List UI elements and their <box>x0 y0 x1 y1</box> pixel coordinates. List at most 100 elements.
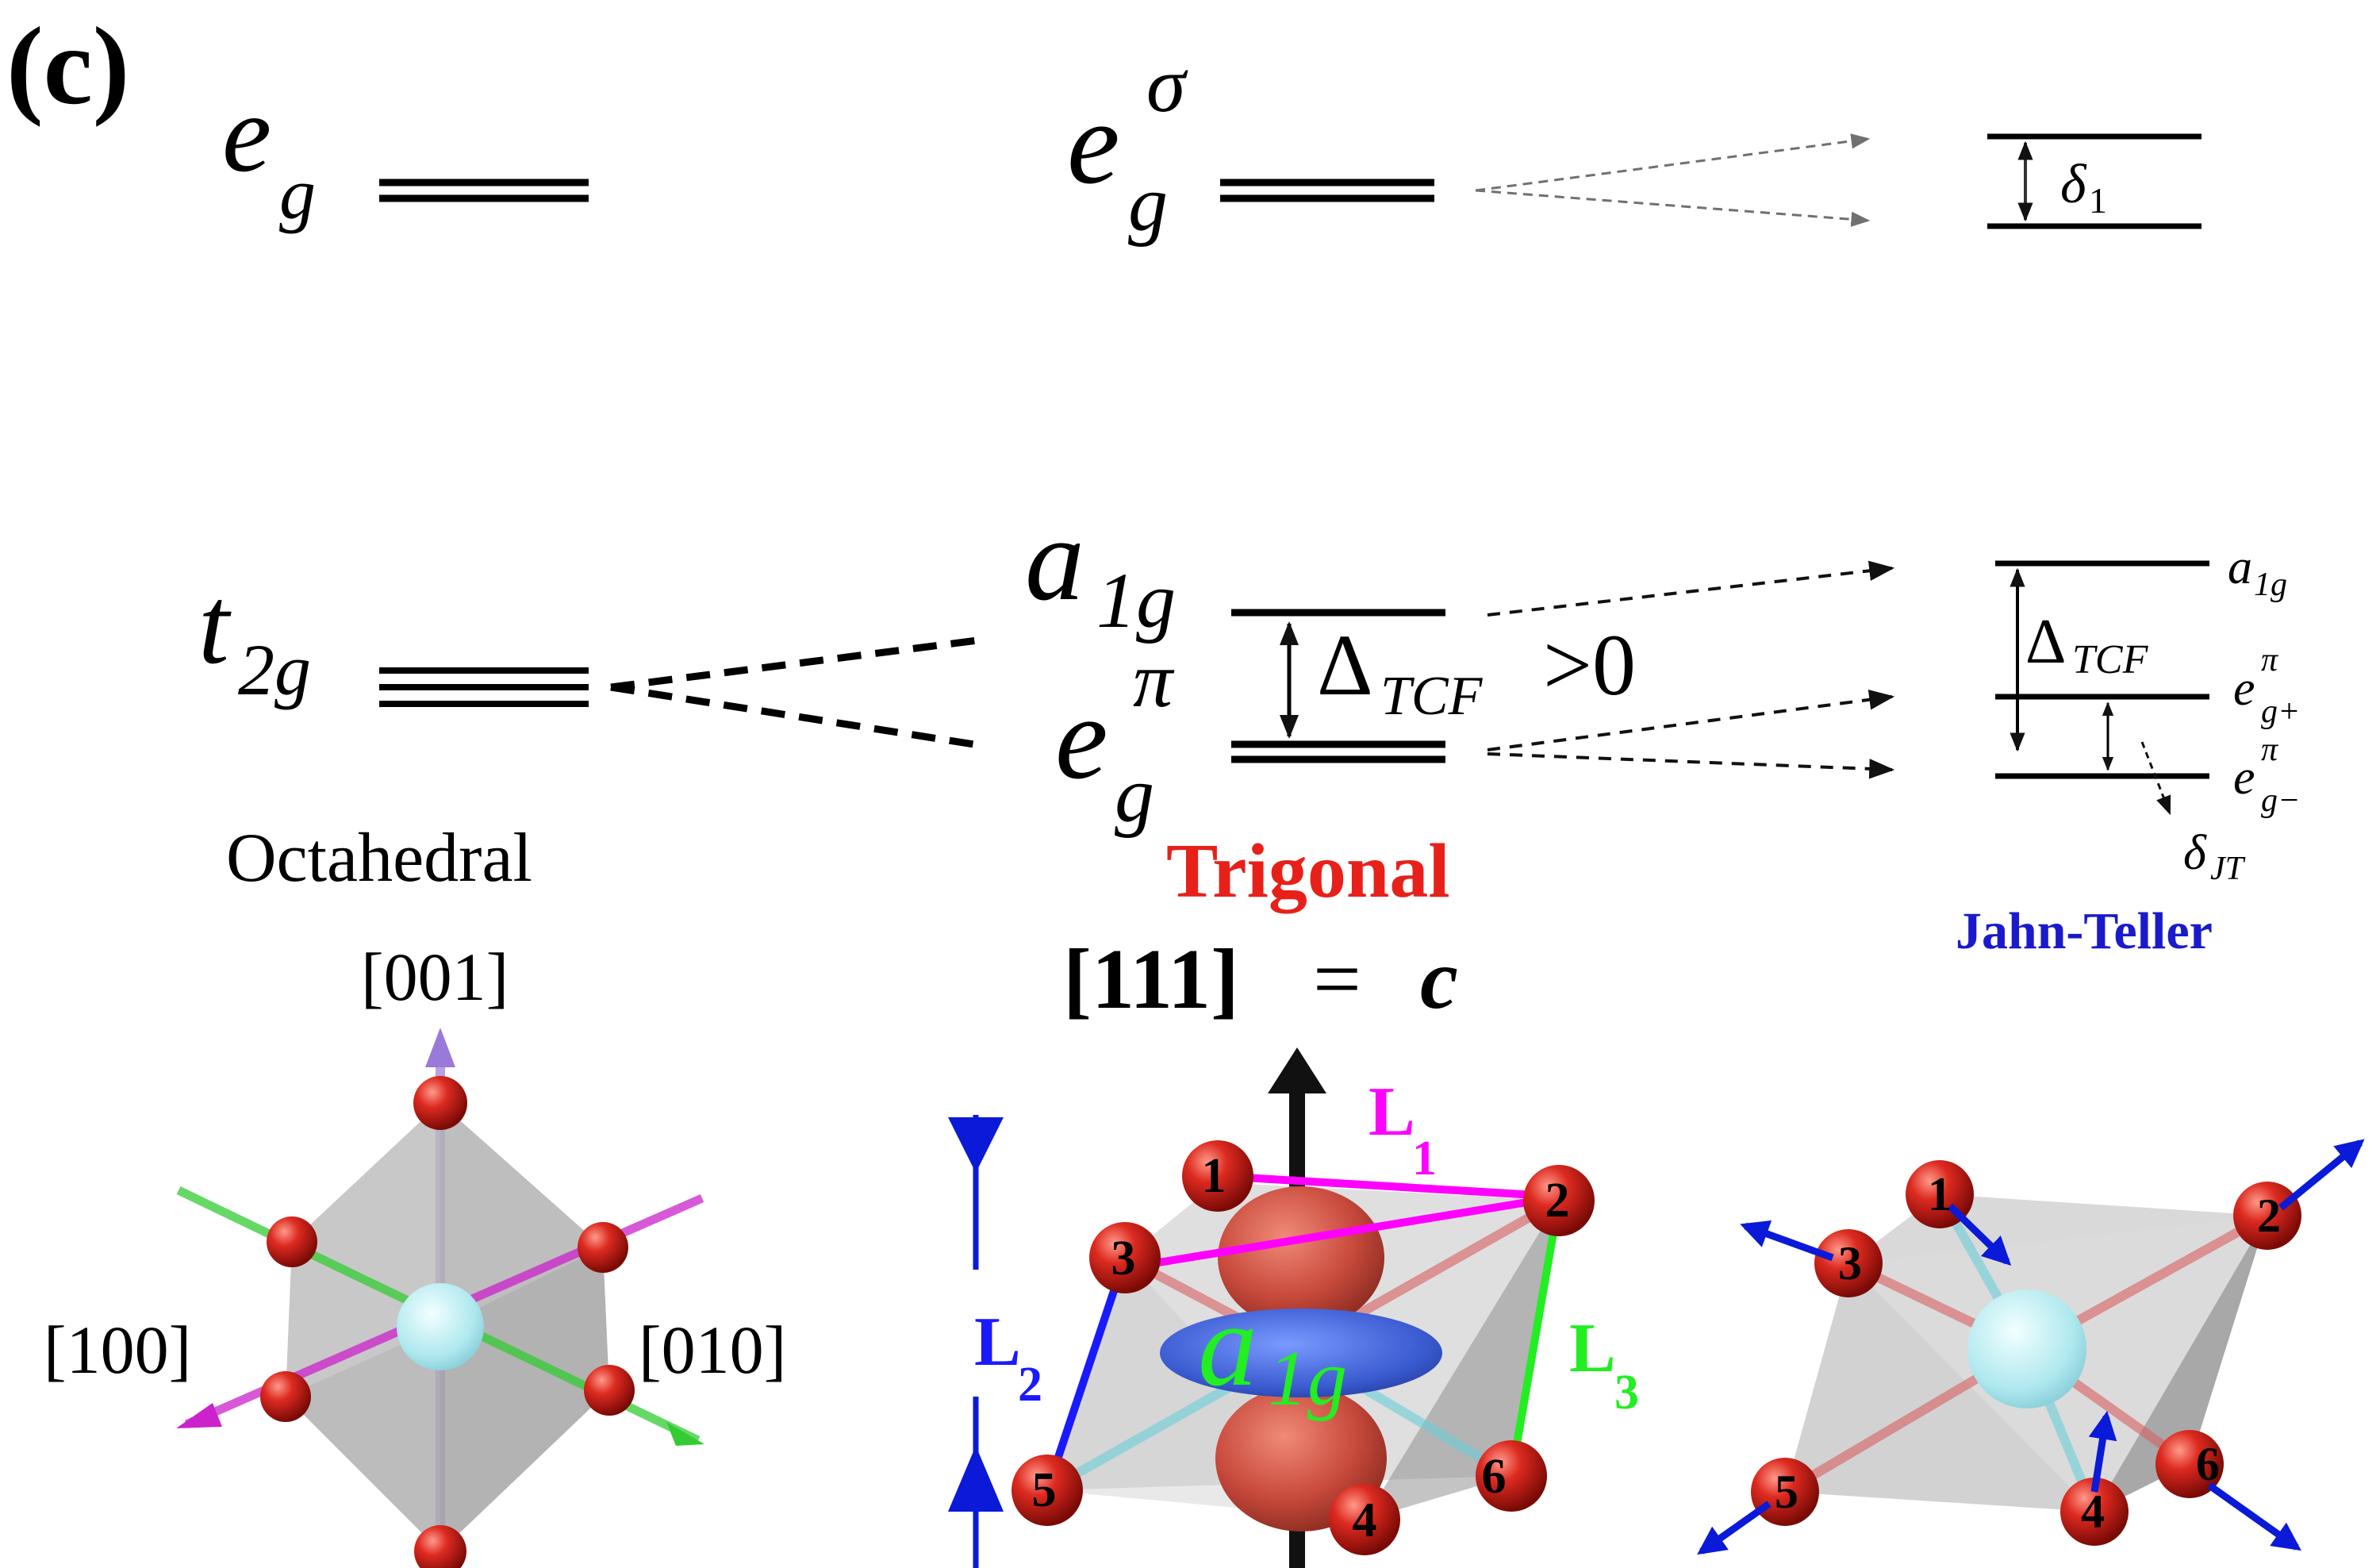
svg-text:[111]: [111] <box>1063 932 1239 1027</box>
axis-010-label: [010] <box>639 1312 786 1388</box>
svg-text:g: g <box>279 153 316 234</box>
svg-text:e: e <box>1055 672 1108 804</box>
octahedron-model <box>176 1028 704 1568</box>
svg-text:L: L <box>974 1304 1021 1381</box>
jt-delta-jt-pointer <box>2140 741 2171 816</box>
oxygen-atom-3 <box>1089 1222 1161 1293</box>
svg-text:3: 3 <box>1111 1232 1136 1286</box>
oxygen-atom-4 <box>2060 1478 2129 1546</box>
axis-100-label: [100] <box>44 1312 191 1388</box>
svg-text:a: a <box>2228 540 2252 594</box>
octahedral-t2g-level <box>379 667 589 707</box>
svg-text:=: = <box>1313 932 1361 1027</box>
a1g-orbital-ring <box>1160 1309 1442 1397</box>
jahn-teller-label: Jahn-Teller <box>1956 902 2213 960</box>
displacement-arrows <box>1697 1139 2365 1555</box>
svg-text:a: a <box>1198 1279 1257 1411</box>
svg-text:L: L <box>1368 1074 1415 1151</box>
oxygen-atom <box>414 1525 466 1568</box>
svg-text:2: 2 <box>1545 1174 1570 1228</box>
trigonal-a1g-label: a 1g <box>1025 494 1176 644</box>
svg-text:2g: 2g <box>238 629 311 710</box>
oxygen-atom <box>413 1076 467 1130</box>
svg-text:e: e <box>1067 77 1120 209</box>
oxygen-atom <box>578 1222 628 1273</box>
svg-text:1g: 1g <box>1268 1334 1347 1422</box>
axis-001-arrowhead <box>425 1028 455 1067</box>
jt-delta1-label: δ 1 <box>2060 154 2107 221</box>
jt-atom-numbers: 1 2 3 4 5 6 <box>1775 1168 2281 1538</box>
bond-L2 <box>1043 1256 1129 1492</box>
svg-text:Δ: Δ <box>2025 607 2066 677</box>
axis-001-label: [001] <box>361 939 509 1015</box>
svg-text:1g: 1g <box>1096 556 1176 644</box>
svg-text:t: t <box>198 564 232 687</box>
trigonal-eg-sigma-level <box>1220 179 1434 202</box>
svg-text:Δ: Δ <box>1317 617 1373 713</box>
bond-L3 <box>1507 1200 1563 1477</box>
oxygen-atom-6 <box>2155 1430 2224 1498</box>
axis-010-arrowhead <box>666 1422 704 1446</box>
center-ion <box>1967 1289 2086 1409</box>
oxygen-atom-2 <box>1523 1165 1595 1236</box>
svg-text:e: e <box>2233 662 2255 716</box>
oxygen-atom-6 <box>1476 1440 1547 1512</box>
oxygen-atom-3 <box>1814 1229 1883 1297</box>
trigonal-eg-pi-label: e π g <box>1055 636 1175 839</box>
svg-text:e: e <box>222 72 271 195</box>
octahedral-eg-level <box>379 179 589 202</box>
axis-100-arrowhead <box>176 1403 222 1428</box>
oxygen-atom-2 <box>2233 1182 2301 1250</box>
octahedral-t2g-label: t 2g <box>198 564 311 710</box>
jahn-teller-structure <box>1697 1139 2365 1555</box>
oxygen-atom-4 <box>1329 1484 1400 1555</box>
panel-label: (c) <box>6 5 129 128</box>
svg-text:g: g <box>1128 159 1168 248</box>
octahedral-eg-label: e g <box>222 72 316 234</box>
svg-text:3: 3 <box>1838 1237 1862 1289</box>
trigonal-to-jt-arrows <box>1487 560 1895 779</box>
svg-text:g: g <box>1115 751 1154 839</box>
svg-text:π: π <box>2261 642 2278 678</box>
svg-text:6: 6 <box>1482 1450 1507 1504</box>
svg-text:4: 4 <box>1353 1493 1377 1547</box>
oxygen-atom <box>267 1216 317 1267</box>
trigonal-eg-sigma-label: e σ g <box>1067 40 1188 248</box>
t2g-splitting-lines <box>610 636 985 750</box>
svg-text:a: a <box>1025 494 1084 625</box>
oxygen-atom-5 <box>1012 1455 1083 1526</box>
svg-text:1: 1 <box>1202 1149 1226 1203</box>
svg-text:2: 2 <box>1018 1358 1042 1412</box>
svg-text:g−: g− <box>2261 782 2300 819</box>
svg-text:e: e <box>2233 751 2255 805</box>
eg-sigma-splitting-arrows <box>1475 133 1871 227</box>
svg-text:π: π <box>2261 732 2278 768</box>
svg-text:π: π <box>1133 636 1175 724</box>
oxygen-atom-1 <box>1182 1140 1253 1212</box>
jt-t2g-levels <box>1995 560 2209 779</box>
bond-L2-label: L 2 <box>974 1304 1042 1412</box>
svg-text:6: 6 <box>2196 1438 2220 1490</box>
svg-text:2: 2 <box>2257 1189 2281 1242</box>
svg-text:L: L <box>1569 1310 1616 1387</box>
svg-text:δ: δ <box>2060 154 2087 215</box>
svg-text:4: 4 <box>2081 1485 2105 1538</box>
oxygen-atom <box>584 1365 635 1416</box>
svg-text:JT: JT <box>2210 851 2246 887</box>
trigonal-eg-pi-level <box>1231 740 1445 763</box>
a1g-orbital-lobe-top <box>1218 1186 1384 1329</box>
svg-text:δ: δ <box>2183 826 2207 880</box>
a1g-orbital-label: a 1g <box>1198 1279 1347 1422</box>
bond-L3-label: L 3 <box>1569 1310 1639 1420</box>
svg-text:c: c <box>1420 932 1458 1027</box>
svg-text:1: 1 <box>1928 1168 1952 1220</box>
svg-text:g+: g+ <box>2261 694 2300 730</box>
svg-text:1: 1 <box>1412 1132 1437 1186</box>
trigonal-label: Trigonal <box>1166 828 1450 914</box>
svg-text:5: 5 <box>1032 1463 1057 1517</box>
svg-text:3: 3 <box>1614 1366 1639 1420</box>
jt-eg-levels <box>1987 133 2202 229</box>
center-ion <box>397 1283 484 1370</box>
svg-text:TCF: TCF <box>2072 637 2149 682</box>
svg-text:1g: 1g <box>2254 567 2287 603</box>
